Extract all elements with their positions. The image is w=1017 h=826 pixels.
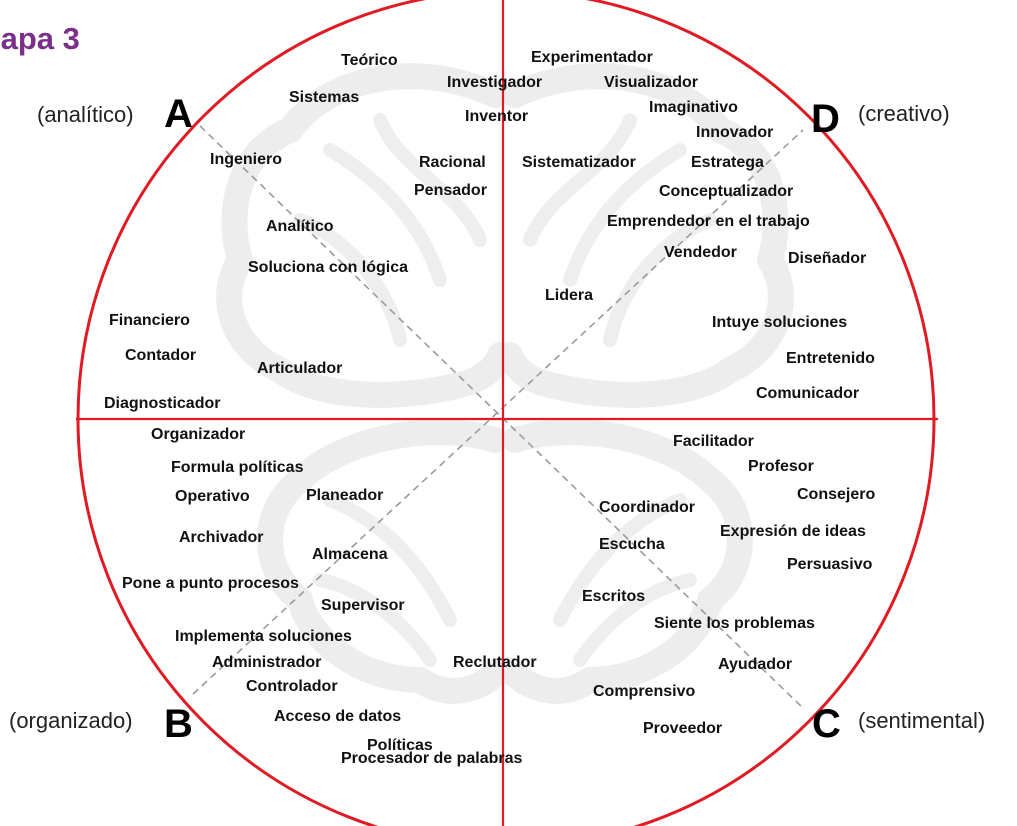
word-a: Contador xyxy=(125,347,196,364)
word-c: Consejero xyxy=(797,486,875,503)
word-d: Entretenido xyxy=(786,350,875,367)
word-a: Diagnosticador xyxy=(104,395,220,412)
word-c: Facilitador xyxy=(673,433,754,450)
word-b: Planeador xyxy=(306,487,383,504)
quadrant-name-a: (analítico) xyxy=(37,102,134,127)
word-c: Expresión de ideas xyxy=(720,523,866,540)
word-b: Pone a punto procesos xyxy=(122,575,299,592)
word-a: Inventor xyxy=(465,108,528,125)
quadrant-letter-d: D xyxy=(811,97,840,141)
word-d: Conceptualizador xyxy=(659,183,793,200)
word-b: Reclutador xyxy=(453,654,537,671)
word-b: Procesador de palabras xyxy=(341,750,523,767)
word-a: Financiero xyxy=(109,312,190,329)
word-c: Coordinador xyxy=(599,499,695,516)
word-a: Teórico xyxy=(341,52,398,69)
word-b: Políticas xyxy=(367,737,433,754)
word-d: Imaginativo xyxy=(649,99,738,116)
word-c: Proveedor xyxy=(643,720,722,737)
word-b: Almacena xyxy=(312,546,388,563)
quadrant-letter-c: C xyxy=(812,702,841,746)
quadrant-name-d: (creativo) xyxy=(858,101,950,126)
word-a: Investigador xyxy=(447,74,542,91)
word-a: Ingeniero xyxy=(210,151,282,168)
word-a: Soluciona con lógica xyxy=(248,259,408,276)
word-b: Archivador xyxy=(179,529,263,546)
word-a: Racional xyxy=(419,154,486,171)
word-d: Vendedor xyxy=(664,244,737,261)
word-b: Formula políticas xyxy=(171,459,304,476)
word-b: Administrador xyxy=(212,654,321,671)
diagonal-b-d xyxy=(192,129,804,695)
word-a: Analítico xyxy=(266,218,334,235)
word-c: Ayudador xyxy=(718,656,792,673)
word-d: Emprendedor en el trabajo xyxy=(607,213,810,230)
word-c: Comprensivo xyxy=(593,683,695,700)
brain-watermark xyxy=(216,63,794,704)
word-a: Pensador xyxy=(414,182,487,199)
quadrant-letter-a: A xyxy=(164,92,193,136)
word-d: Estratega xyxy=(691,154,764,171)
word-d: Comunicador xyxy=(756,385,859,402)
page-title: lapa 3 xyxy=(0,21,80,56)
word-b: Acceso de datos xyxy=(274,708,401,725)
word-d: Diseñador xyxy=(788,250,866,267)
word-b: Supervisor xyxy=(321,597,405,614)
word-a: Sistemas xyxy=(289,89,359,106)
word-c: Escritos xyxy=(582,588,645,605)
word-b: Organizador xyxy=(151,426,245,443)
word-c: Siente los problemas xyxy=(654,615,815,632)
word-c: Persuasivo xyxy=(787,556,873,573)
word-b: Implementa soluciones xyxy=(175,628,352,645)
word-b: Controlador xyxy=(246,678,338,695)
quadrant-name-b: (organizado) xyxy=(9,708,133,733)
word-d: Intuye soluciones xyxy=(712,314,847,331)
word-c: Profesor xyxy=(748,458,814,475)
word-d: Innovador xyxy=(696,124,773,141)
quadrant-letter-b: B xyxy=(164,702,193,746)
word-d: Experimentador xyxy=(531,49,653,66)
word-c: Escucha xyxy=(599,536,665,553)
word-d: Visualizador xyxy=(604,74,698,91)
quadrant-name-c: (sentimental) xyxy=(858,708,985,733)
word-a: Articulador xyxy=(257,360,342,377)
diagonal-a-c xyxy=(199,125,804,709)
word-d: Lidera xyxy=(545,287,593,304)
word-b: Operativo xyxy=(175,488,250,505)
word-d: Sistematizador xyxy=(522,154,636,171)
